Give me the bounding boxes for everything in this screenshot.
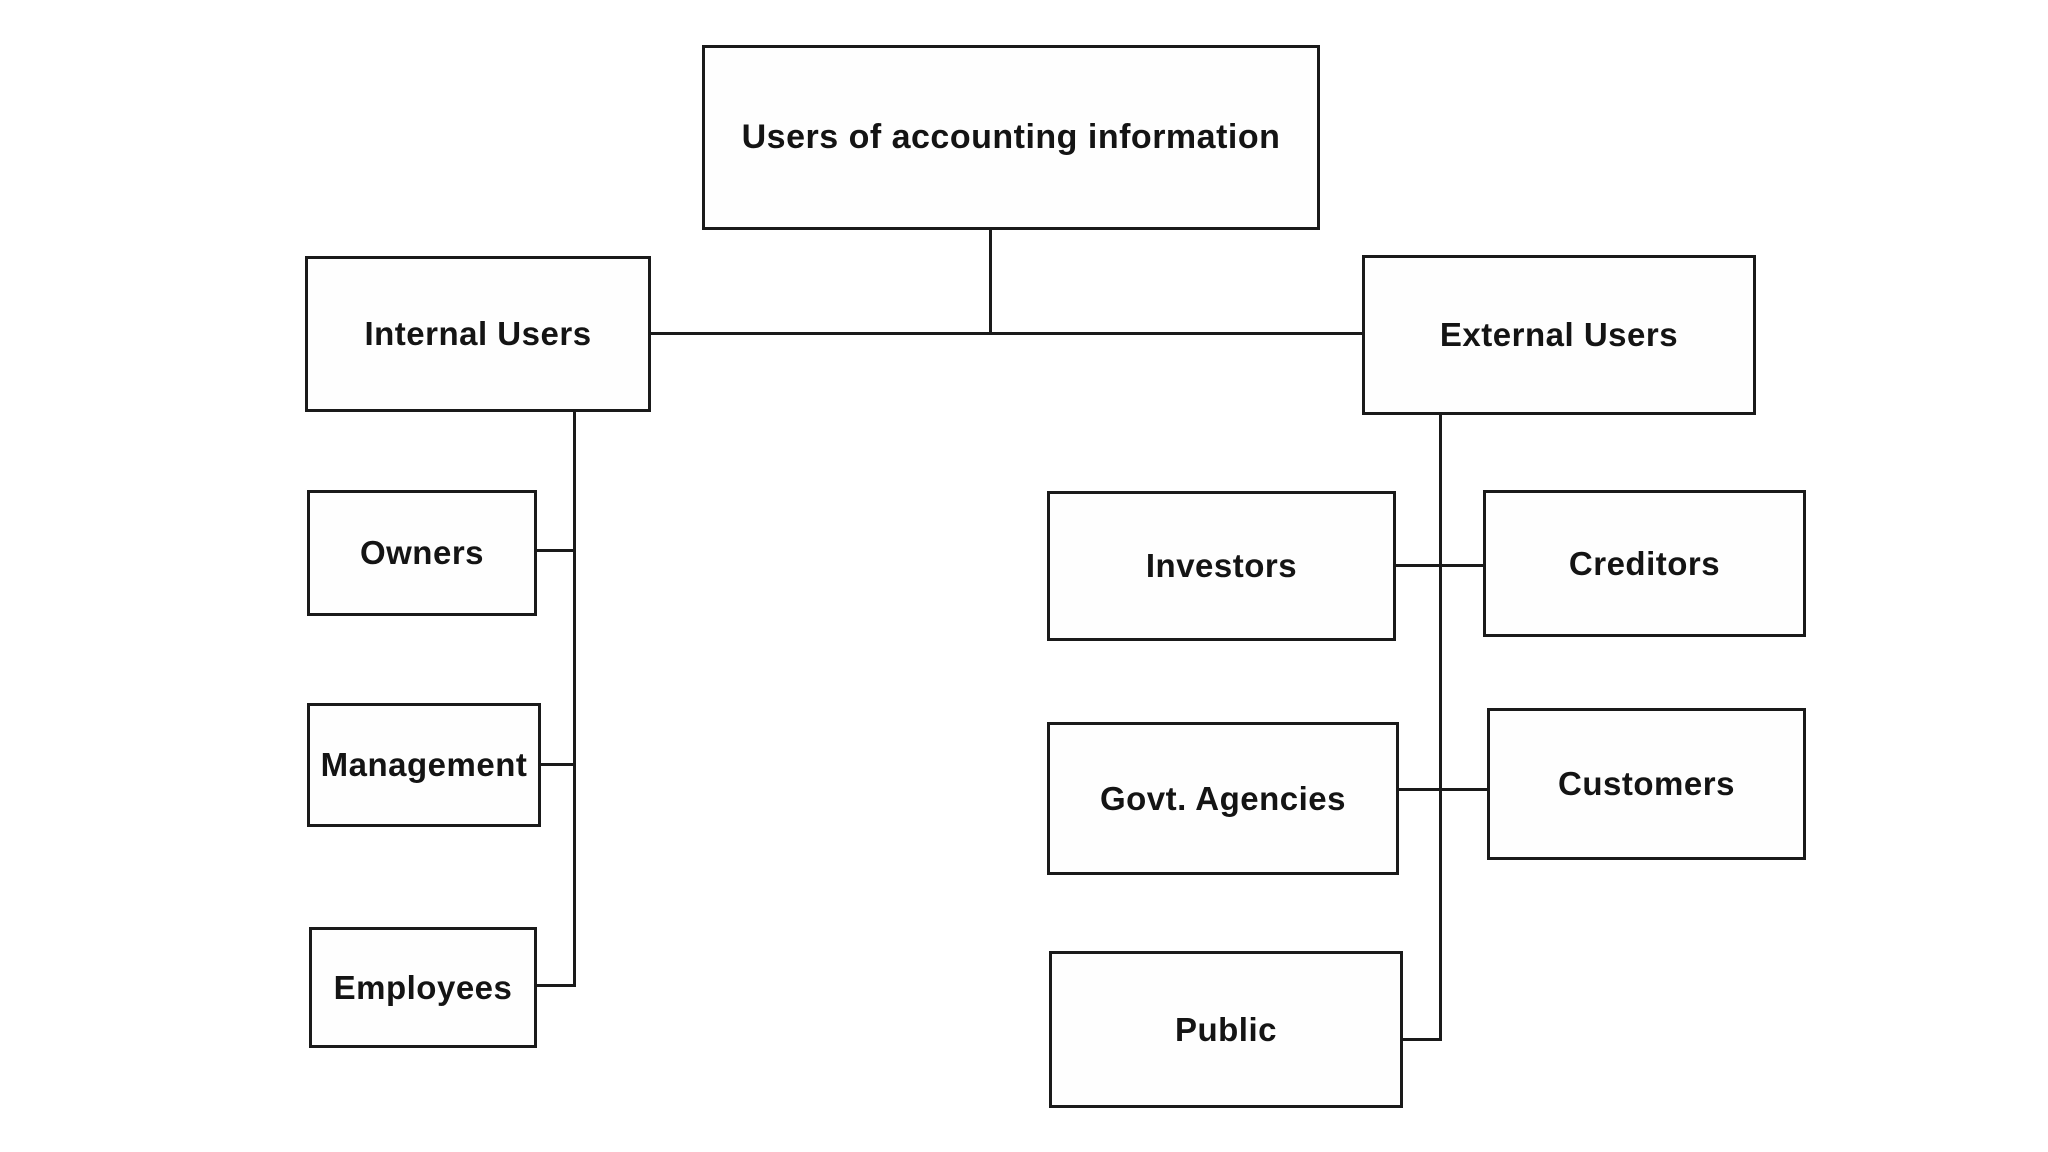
node-creditors: Creditors [1483, 490, 1806, 637]
node-label: Govt. Agencies [1099, 779, 1346, 817]
node-label: Owners [359, 534, 485, 571]
connector-public-elbow [1403, 1038, 1442, 1041]
node-users-of-accounting-information: Users of accounting information [702, 45, 1320, 230]
node-label: Investors [1145, 547, 1298, 584]
node-customers: Customers [1487, 708, 1806, 860]
connector-internal-trunk [573, 412, 576, 987]
node-govt-agencies: Govt. Agencies [1047, 722, 1399, 875]
node-label: Management [320, 746, 528, 783]
node-label: Users of accounting information [741, 118, 1281, 156]
node-external-users: External Users [1362, 255, 1756, 415]
node-investors: Investors [1047, 491, 1396, 641]
connector-external-trunk [1439, 415, 1442, 1041]
connector-root-vertical [989, 230, 992, 335]
node-label: Customers [1558, 765, 1735, 802]
connector-govt-customers [1399, 788, 1488, 791]
node-internal-users: Internal Users [305, 256, 651, 412]
node-label: Employees [333, 968, 513, 1006]
connector-management-stub [534, 763, 576, 766]
connector-internal-external [651, 332, 1362, 335]
node-label: Internal Users [364, 315, 592, 352]
connector-investors-creditors [1396, 564, 1484, 567]
node-employees: Employees [309, 927, 537, 1048]
node-label: Public [1174, 1010, 1278, 1048]
connector-owners-stub [529, 549, 576, 552]
connector-employees-elbow [537, 984, 576, 987]
node-public: Public [1049, 951, 1403, 1108]
node-label: External Users [1439, 316, 1679, 353]
node-management: Management [307, 703, 541, 827]
node-label: Creditors [1568, 544, 1721, 582]
node-owners: Owners [307, 490, 537, 616]
